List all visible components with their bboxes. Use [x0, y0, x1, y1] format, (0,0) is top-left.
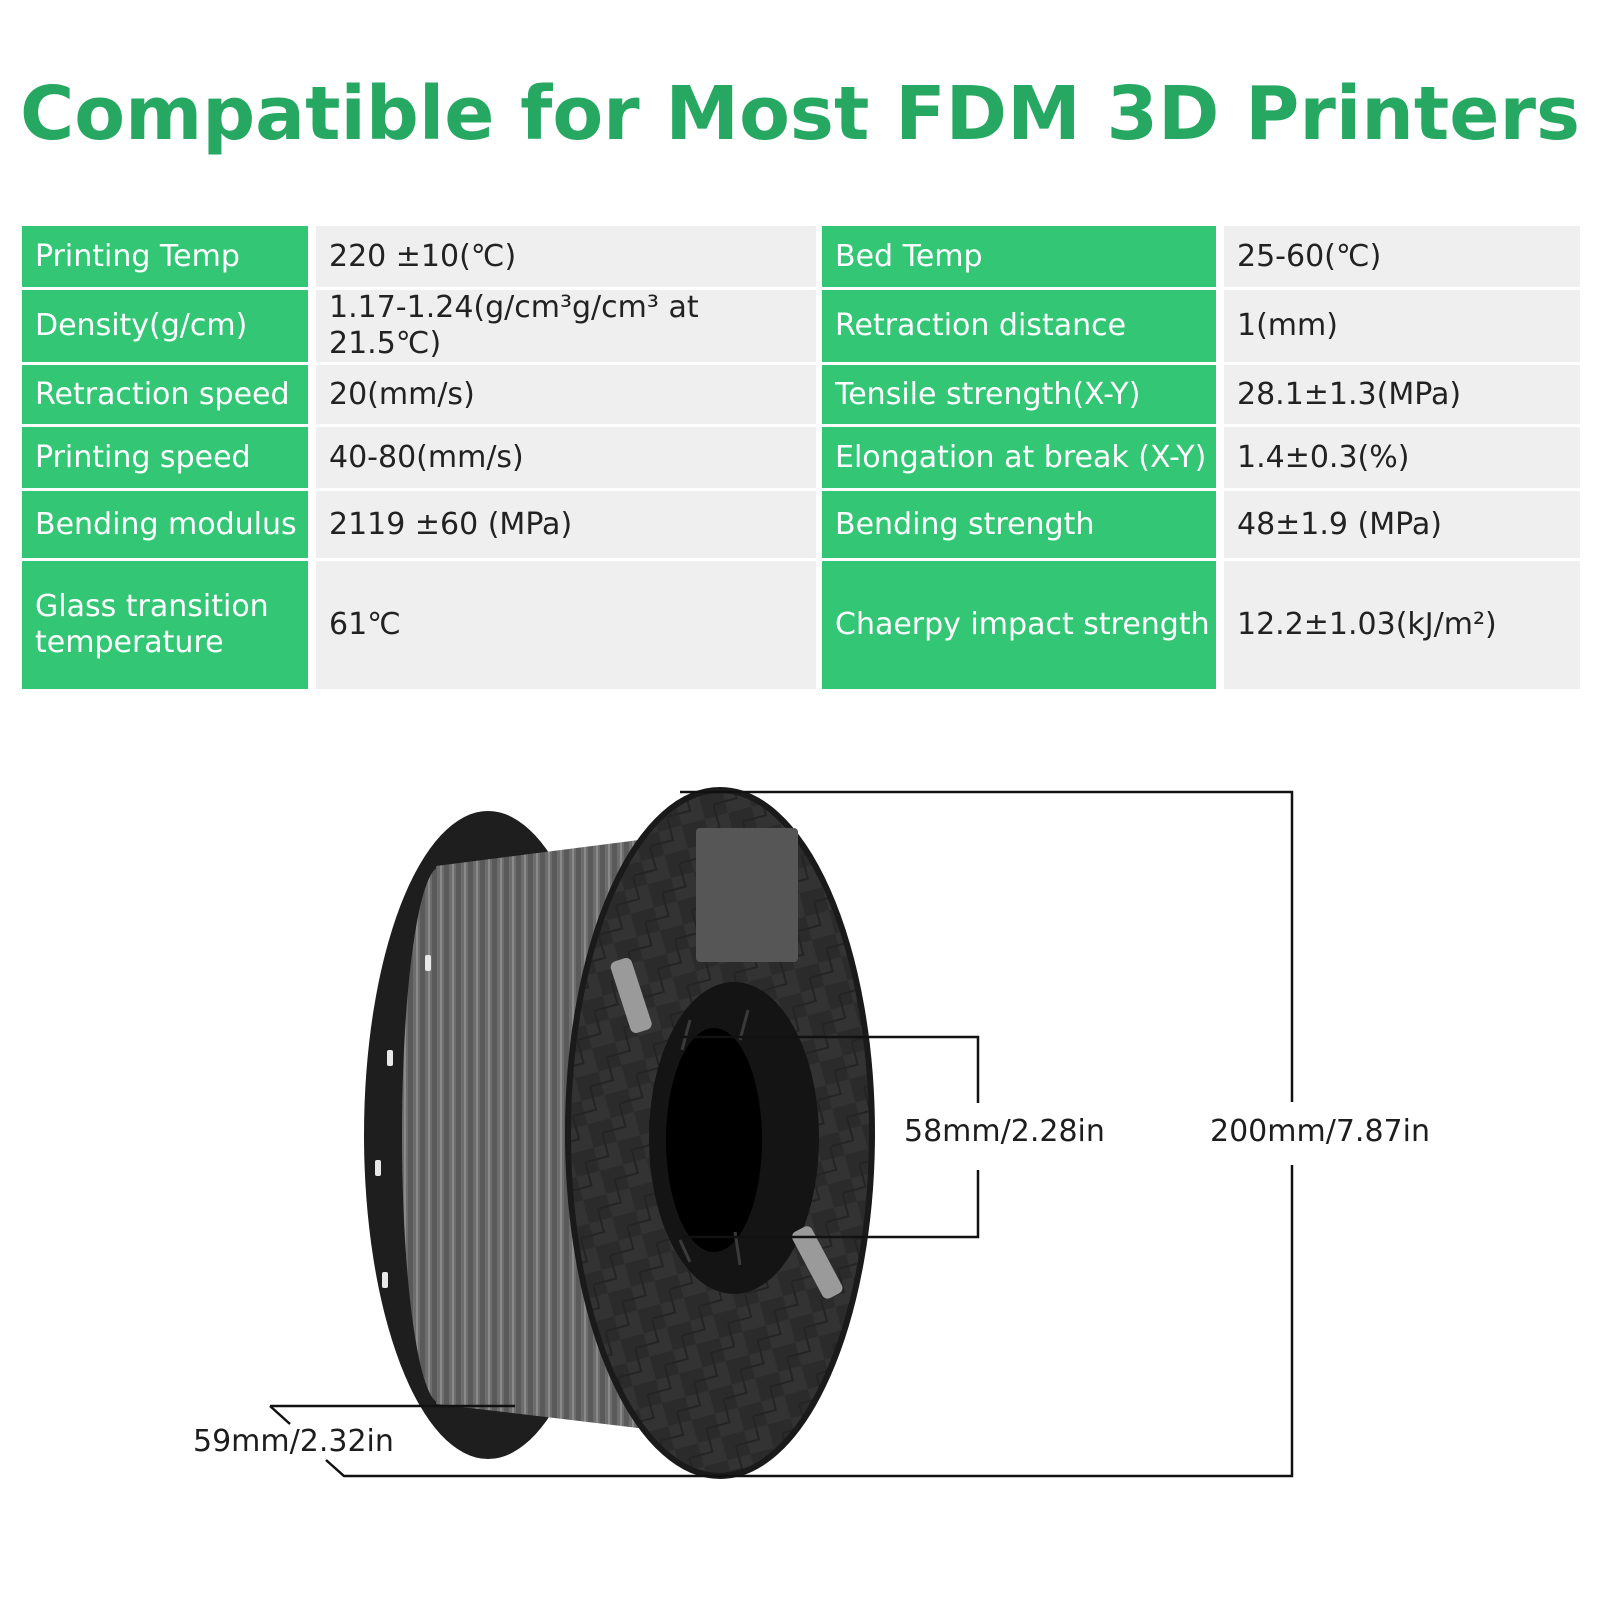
spec-row: Glass transition temperature 61℃ Chaerpy…	[22, 561, 1580, 689]
outer-diameter-label: 200mm/7.87in	[1210, 1114, 1430, 1149]
inner-diameter-label: 58mm/2.28in	[904, 1114, 1105, 1149]
spec-value: 61℃	[316, 561, 816, 689]
spec-value: 48±1.9 (MPa)	[1224, 491, 1580, 561]
spec-row: Density(g/cm) 1.17-1.24(g/cm³g/cm³ at 21…	[22, 290, 1580, 365]
flange-notches	[375, 955, 431, 1288]
spec-value: 40-80(mm/s)	[316, 427, 816, 491]
spec-label: Bending modulus	[22, 491, 308, 561]
spec-row: Printing Temp 220 ±10(℃) Bed Temp 25-60(…	[22, 226, 1580, 290]
spec-label: Elongation at break (X-Y)	[822, 427, 1216, 491]
label-area	[696, 828, 798, 962]
spec-row: Retraction speed 20(mm/s) Tensile streng…	[22, 365, 1580, 427]
spec-label: Bed Temp	[822, 226, 1216, 290]
spec-value: 1.17-1.24(g/cm³g/cm³ at 21.5℃)	[316, 290, 816, 365]
spec-label: Chaerpy impact strength	[822, 561, 1216, 689]
dimension-lines	[269, 790, 1294, 1478]
spool-width-label: 59mm/2.32in	[193, 1424, 394, 1459]
spec-label: Density(g/cm)	[22, 290, 308, 365]
spec-label: Bending strength	[822, 491, 1216, 561]
spool-slots	[610, 957, 843, 1299]
spec-value: 2119 ±60 (MPa)	[316, 491, 816, 561]
spec-label: Printing Temp	[22, 226, 308, 290]
spec-value: 12.2±1.03(kJ/m²)	[1224, 561, 1580, 689]
spec-value: 20(mm/s)	[316, 365, 816, 427]
spec-value: 220 ±10(℃)	[316, 226, 816, 290]
spec-row: Bending modulus 2119 ±60 (MPa) Bending s…	[22, 491, 1580, 561]
spec-label: Retraction distance	[822, 290, 1216, 365]
spec-value: 1.4±0.3(%)	[1224, 427, 1580, 491]
spec-value: 1(mm)	[1224, 290, 1580, 365]
spec-value: 25-60(℃)	[1224, 226, 1580, 290]
spec-label: Glass transition temperature	[22, 561, 308, 689]
spec-row: Printing speed 40-80(mm/s) Elongation at…	[22, 427, 1580, 491]
page-title: Compatible for Most FDM 3D Printers	[19, 71, 1581, 157]
spec-label: Retraction speed	[22, 365, 308, 427]
spec-table: Printing Temp 220 ±10(℃) Bed Temp 25-60(…	[22, 226, 1580, 689]
spec-label: Printing speed	[22, 427, 308, 491]
spec-label: Tensile strength(X-Y)	[822, 365, 1216, 427]
spec-value: 28.1±1.3(MPa)	[1224, 365, 1580, 427]
